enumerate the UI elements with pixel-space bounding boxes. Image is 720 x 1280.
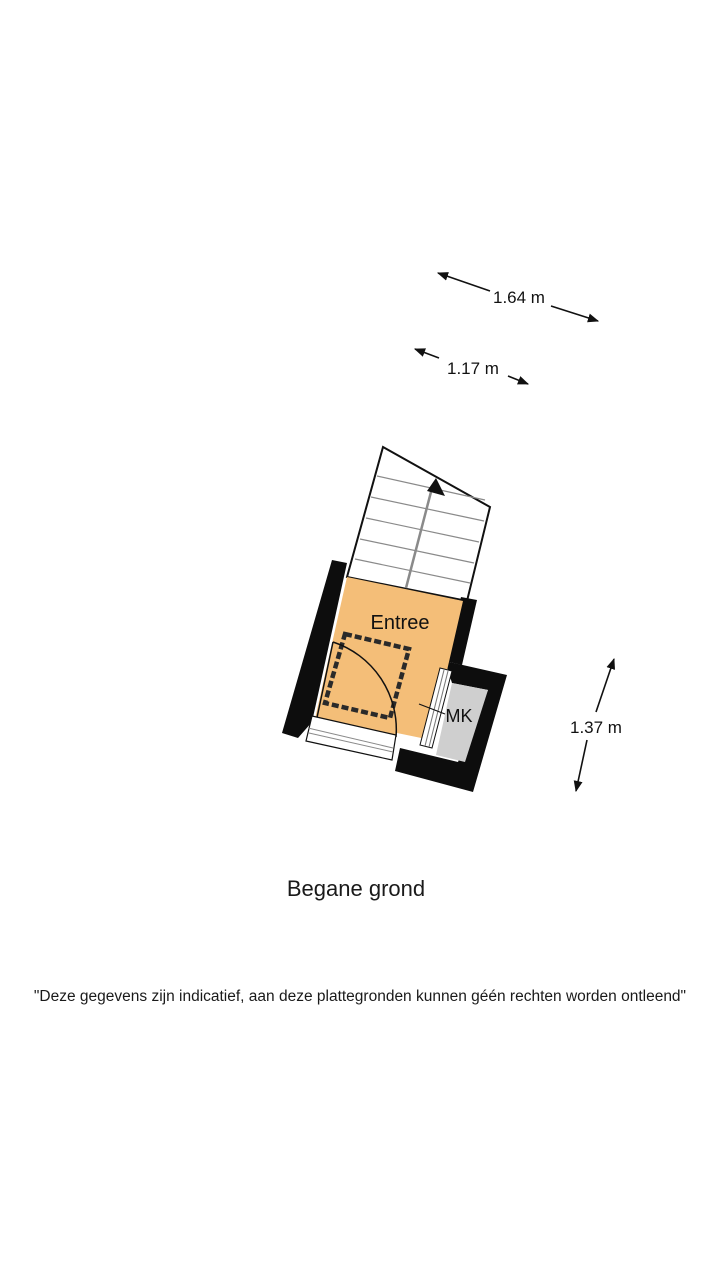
- front-door: [314, 641, 398, 738]
- room-label-entree: Entree: [371, 612, 430, 634]
- staircase: [345, 445, 492, 603]
- dimension-top: 1.64 m: [436, 272, 600, 323]
- dimension-label-middle: 1.17 m: [447, 359, 499, 378]
- room-entree: Entree: [312, 577, 463, 751]
- door-mat: [322, 631, 412, 721]
- dimension-middle: 1.17 m: [413, 348, 530, 385]
- disclaimer-text: "Deze gegevens zijn indicatief, aan deze…: [33, 988, 687, 1005]
- stair-direction-arrow: [427, 478, 445, 496]
- walls: [282, 560, 507, 792]
- dimension-right: 1.37 m: [570, 657, 622, 793]
- floor-title: Begane grond: [286, 876, 426, 901]
- room-meterkast: MK: [418, 667, 488, 762]
- entrance-threshold: [305, 715, 397, 761]
- dimension-label-top: 1.64 m: [493, 288, 545, 307]
- room-label-meterkast: MK: [446, 706, 473, 726]
- dimension-label-right: 1.37 m: [570, 718, 622, 737]
